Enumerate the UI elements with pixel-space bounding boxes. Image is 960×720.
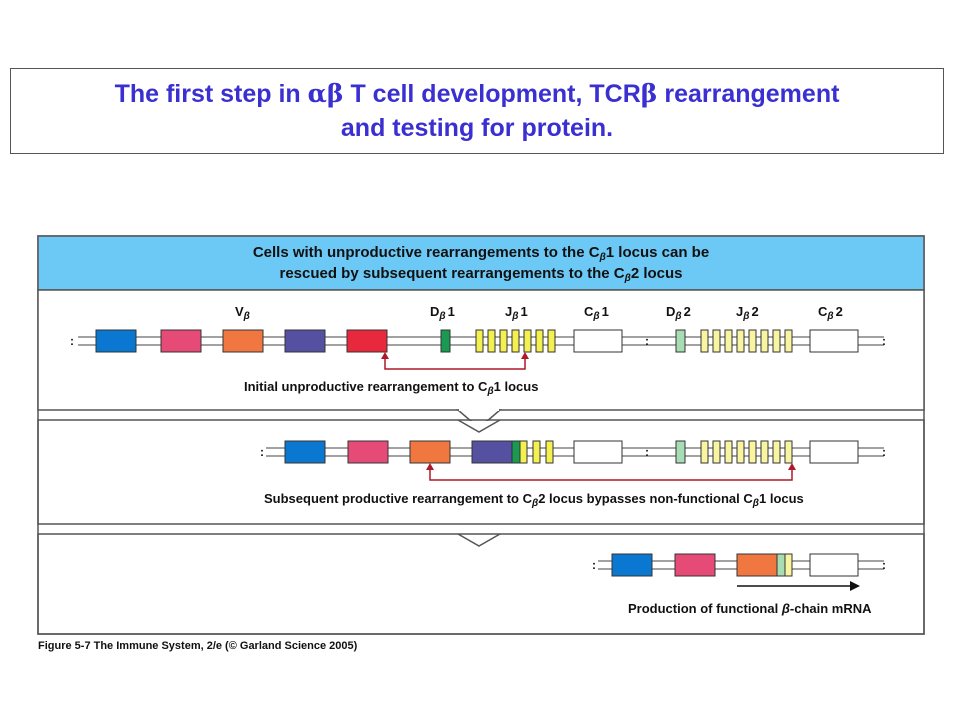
- figure-header: [37, 235, 925, 291]
- panel-2-break-left: :: [260, 445, 264, 459]
- j1-segments: [475, 329, 556, 353]
- panel-2-arrowhead-left: [426, 463, 434, 470]
- v-segment-purple: [284, 329, 326, 353]
- p2-v-pink: [347, 440, 389, 464]
- p2-v-purple: [471, 440, 513, 464]
- header-line-2: rescued by subsequent rearrangements to …: [279, 265, 682, 284]
- v-segment-red: [346, 329, 388, 353]
- panel-3: : : Production of functional β-chain mRN…: [37, 533, 925, 635]
- p2-j2-segments: [700, 440, 793, 464]
- j2-segments: [700, 329, 793, 353]
- figure-caption: Figure 5-7 The Immune System, 2/e (© Gar…: [38, 640, 358, 652]
- panel-2-break-right: :: [882, 445, 886, 459]
- title-line-1: The first step in αβ T cell development,…: [114, 79, 840, 108]
- d1-segment: [440, 329, 451, 353]
- panel-1-break-right: :: [882, 334, 886, 348]
- p2-v-blue: [284, 440, 326, 464]
- panel-1-arrowhead-right: [521, 352, 529, 359]
- v-segment-orange: [222, 329, 264, 353]
- p2-d2-segment: [675, 440, 686, 464]
- p2-c1-segment: [573, 440, 623, 464]
- panel-2-caption: Subsequent productive rearrangement to C…: [264, 491, 804, 509]
- p3-v-orange: [736, 553, 778, 577]
- c2-segment: [809, 329, 859, 353]
- p2-j1-segments: [519, 440, 554, 464]
- panel-1-break-mid: :: [645, 334, 649, 348]
- panel-1-break-left: :: [70, 334, 74, 348]
- d2-segment: [675, 329, 686, 353]
- p3-v-blue: [611, 553, 653, 577]
- p2-c2-segment: [809, 440, 859, 464]
- panel-1-rearrangement-bracket: [384, 357, 526, 370]
- panel-3-break-right: :: [882, 558, 886, 572]
- p3-v-pink: [674, 553, 716, 577]
- panel-2-arrowhead-right: [788, 463, 796, 470]
- panel-2-break-mid: :: [645, 445, 649, 459]
- header-line-1: Cells with unproductive rearrangements t…: [253, 244, 709, 263]
- mrna-arrowhead: [850, 581, 860, 591]
- title-line-2: and testing for protein.: [340, 114, 614, 142]
- label-v-beta: Vβ: [235, 304, 250, 322]
- p2-v-orange: [409, 440, 451, 464]
- p3-j2-joined: [784, 553, 793, 577]
- panel-1-caption: Initial unproductive rearrangement to Cβ…: [244, 379, 538, 397]
- c1-segment: [573, 329, 623, 353]
- p3-d2-joined: [776, 553, 786, 577]
- panel-2-rearrangement-bracket: [429, 468, 793, 481]
- v-segment-blue: [95, 329, 137, 353]
- slide-title: The first step in αβ T cell development,…: [10, 68, 944, 154]
- panel-3-break-left: :: [592, 558, 596, 572]
- p2-d1-joined: [511, 440, 521, 464]
- panel-2: : : : Subsequent productive rearrangemen…: [37, 419, 925, 525]
- panel-3-caption: Production of functional β-chain mRNA: [628, 601, 872, 616]
- panel-1-arrowhead-left: [381, 352, 389, 359]
- p3-c2-segment: [809, 553, 859, 577]
- v-segment-pink: [160, 329, 202, 353]
